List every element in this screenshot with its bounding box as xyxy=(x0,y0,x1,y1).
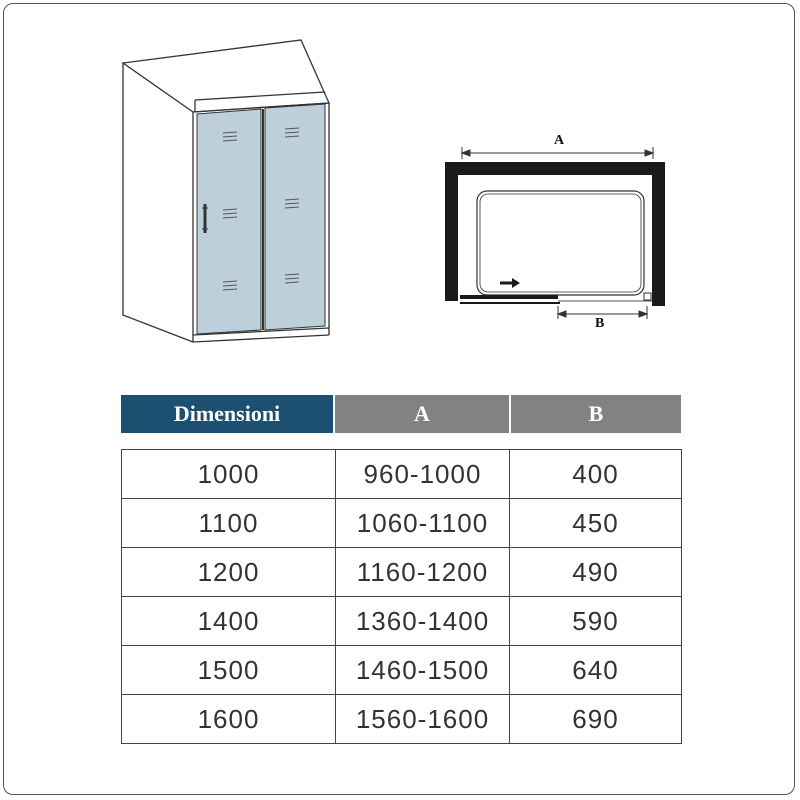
cell-b: 590 xyxy=(509,596,682,646)
cell-dimensioni: 1200 xyxy=(121,547,336,597)
plan-view-diagram xyxy=(445,147,665,319)
cell-a: 1460-1500 xyxy=(335,645,510,695)
shower-tray xyxy=(476,190,645,296)
cell-a: 1560-1600 xyxy=(335,694,510,744)
table-row: 1200 1160-1200 490 xyxy=(121,547,682,597)
cell-dimensioni: 1000 xyxy=(121,449,336,499)
table-row: 1000 960-1000 400 xyxy=(121,449,682,499)
slide-direction-arrow-icon xyxy=(512,278,520,288)
cell-a: 1160-1200 xyxy=(335,547,510,597)
cell-dimensioni: 1500 xyxy=(121,645,336,695)
table-header: Dimensioni A B xyxy=(121,395,681,433)
cell-b: 450 xyxy=(509,498,682,548)
cell-b: 640 xyxy=(509,645,682,695)
glass-panel-left xyxy=(196,108,262,335)
plan-walls xyxy=(445,162,665,306)
cell-b: 690 xyxy=(509,694,682,744)
table-row: 1400 1360-1400 590 xyxy=(121,596,682,646)
cell-b: 490 xyxy=(509,547,682,597)
cell-a: 1360-1400 xyxy=(335,596,510,646)
cell-a: 960-1000 xyxy=(335,449,510,499)
header-a: A xyxy=(333,395,509,433)
shower-enclosure-illustration xyxy=(121,39,330,343)
dimensions-table: 1000 960-1000 400 1100 1060-1100 450 120… xyxy=(121,449,682,744)
cell-dimensioni: 1100 xyxy=(121,498,336,548)
sliding-panel xyxy=(460,295,558,299)
header-b: B xyxy=(509,395,681,433)
table-row: 1100 1060-1100 450 xyxy=(121,498,682,548)
plan-label-b: B xyxy=(595,316,605,331)
cell-a: 1060-1100 xyxy=(335,498,510,548)
image-border xyxy=(3,3,795,795)
table-row: 1600 1560-1600 690 xyxy=(121,694,682,744)
plan-label-a: A xyxy=(554,133,565,148)
table-row: 1500 1460-1500 640 xyxy=(121,645,682,695)
cell-dimensioni: 1400 xyxy=(121,596,336,646)
glass-panel-right xyxy=(264,103,326,331)
cell-dimensioni: 1600 xyxy=(121,694,336,744)
cell-b: 400 xyxy=(509,449,682,499)
header-dimensioni: Dimensioni xyxy=(121,395,333,433)
